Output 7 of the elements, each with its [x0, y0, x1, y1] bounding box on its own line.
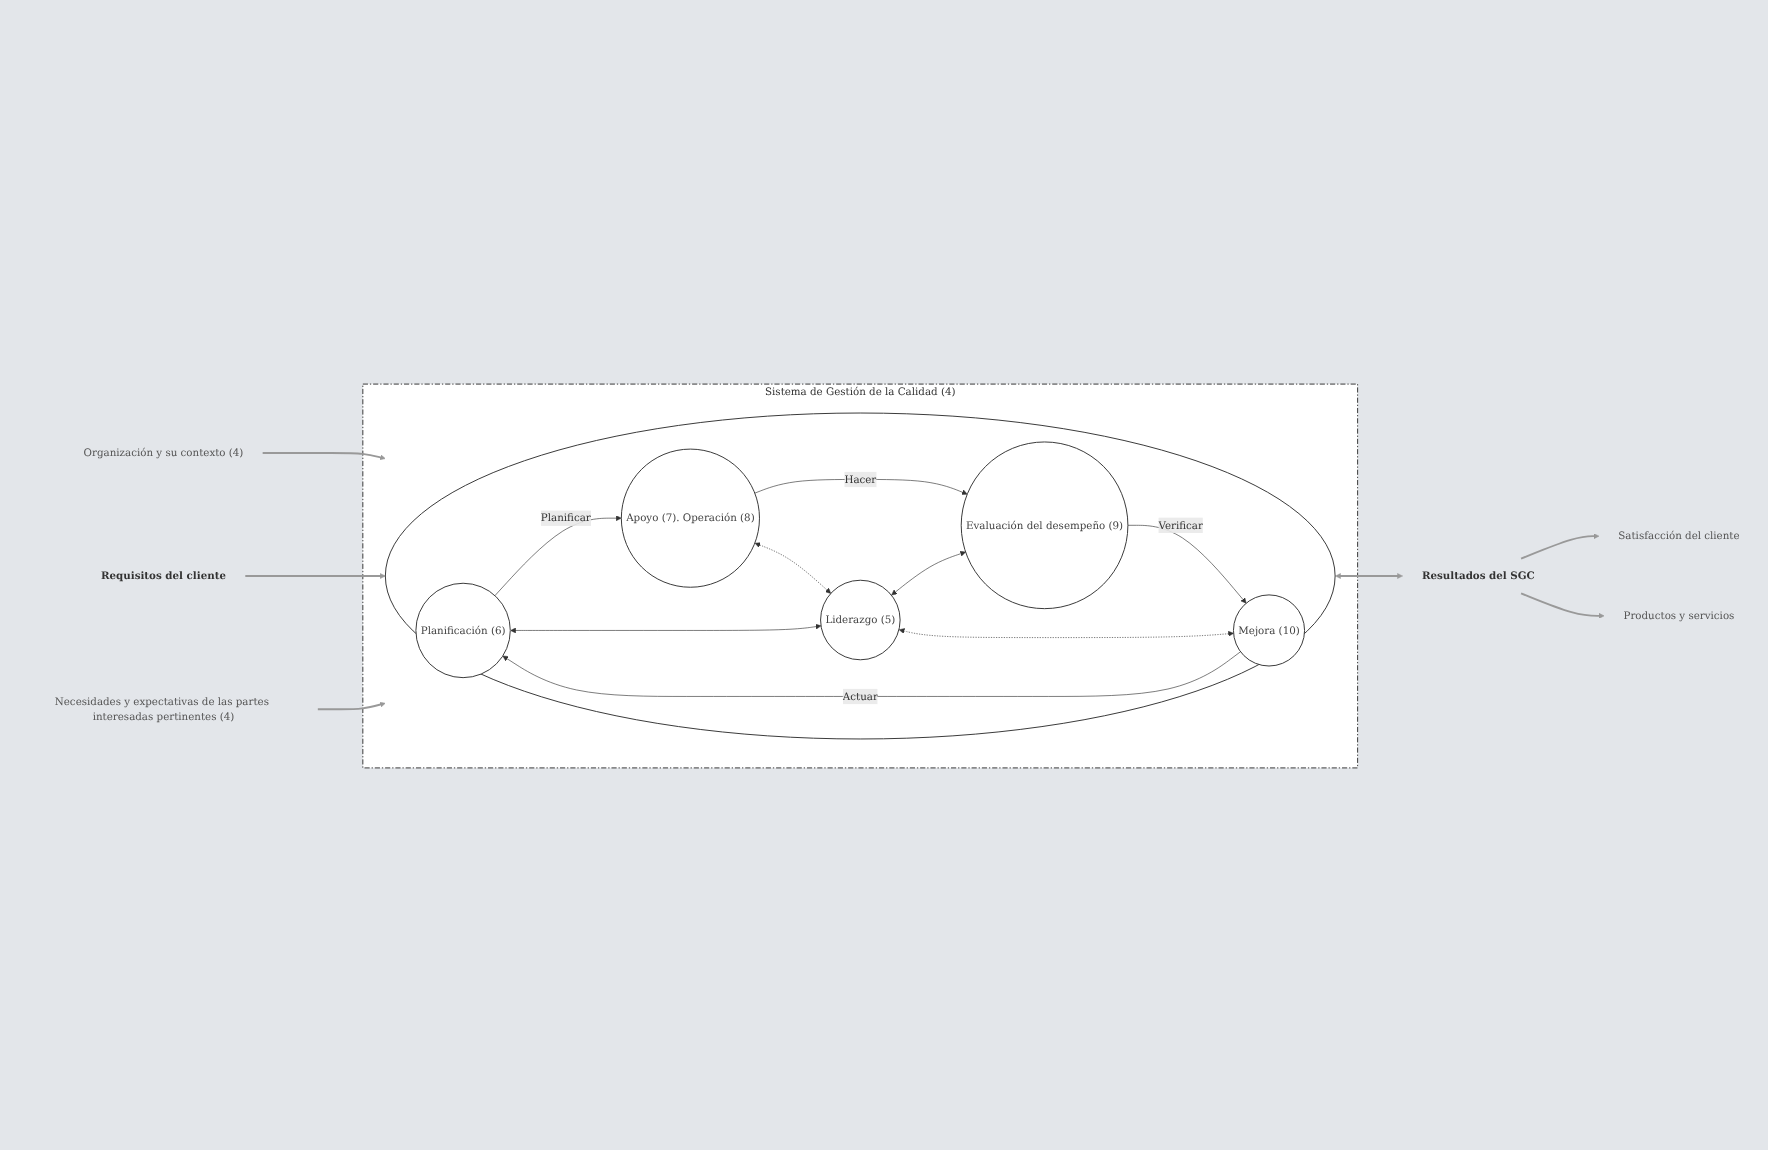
arrow [261, 451, 386, 460]
arrow [316, 700, 386, 710]
arrow [1335, 572, 1403, 578]
arrow [1520, 591, 1605, 618]
cluster [384, 411, 1336, 739]
arrow [244, 572, 386, 578]
arrow [1520, 532, 1600, 559]
